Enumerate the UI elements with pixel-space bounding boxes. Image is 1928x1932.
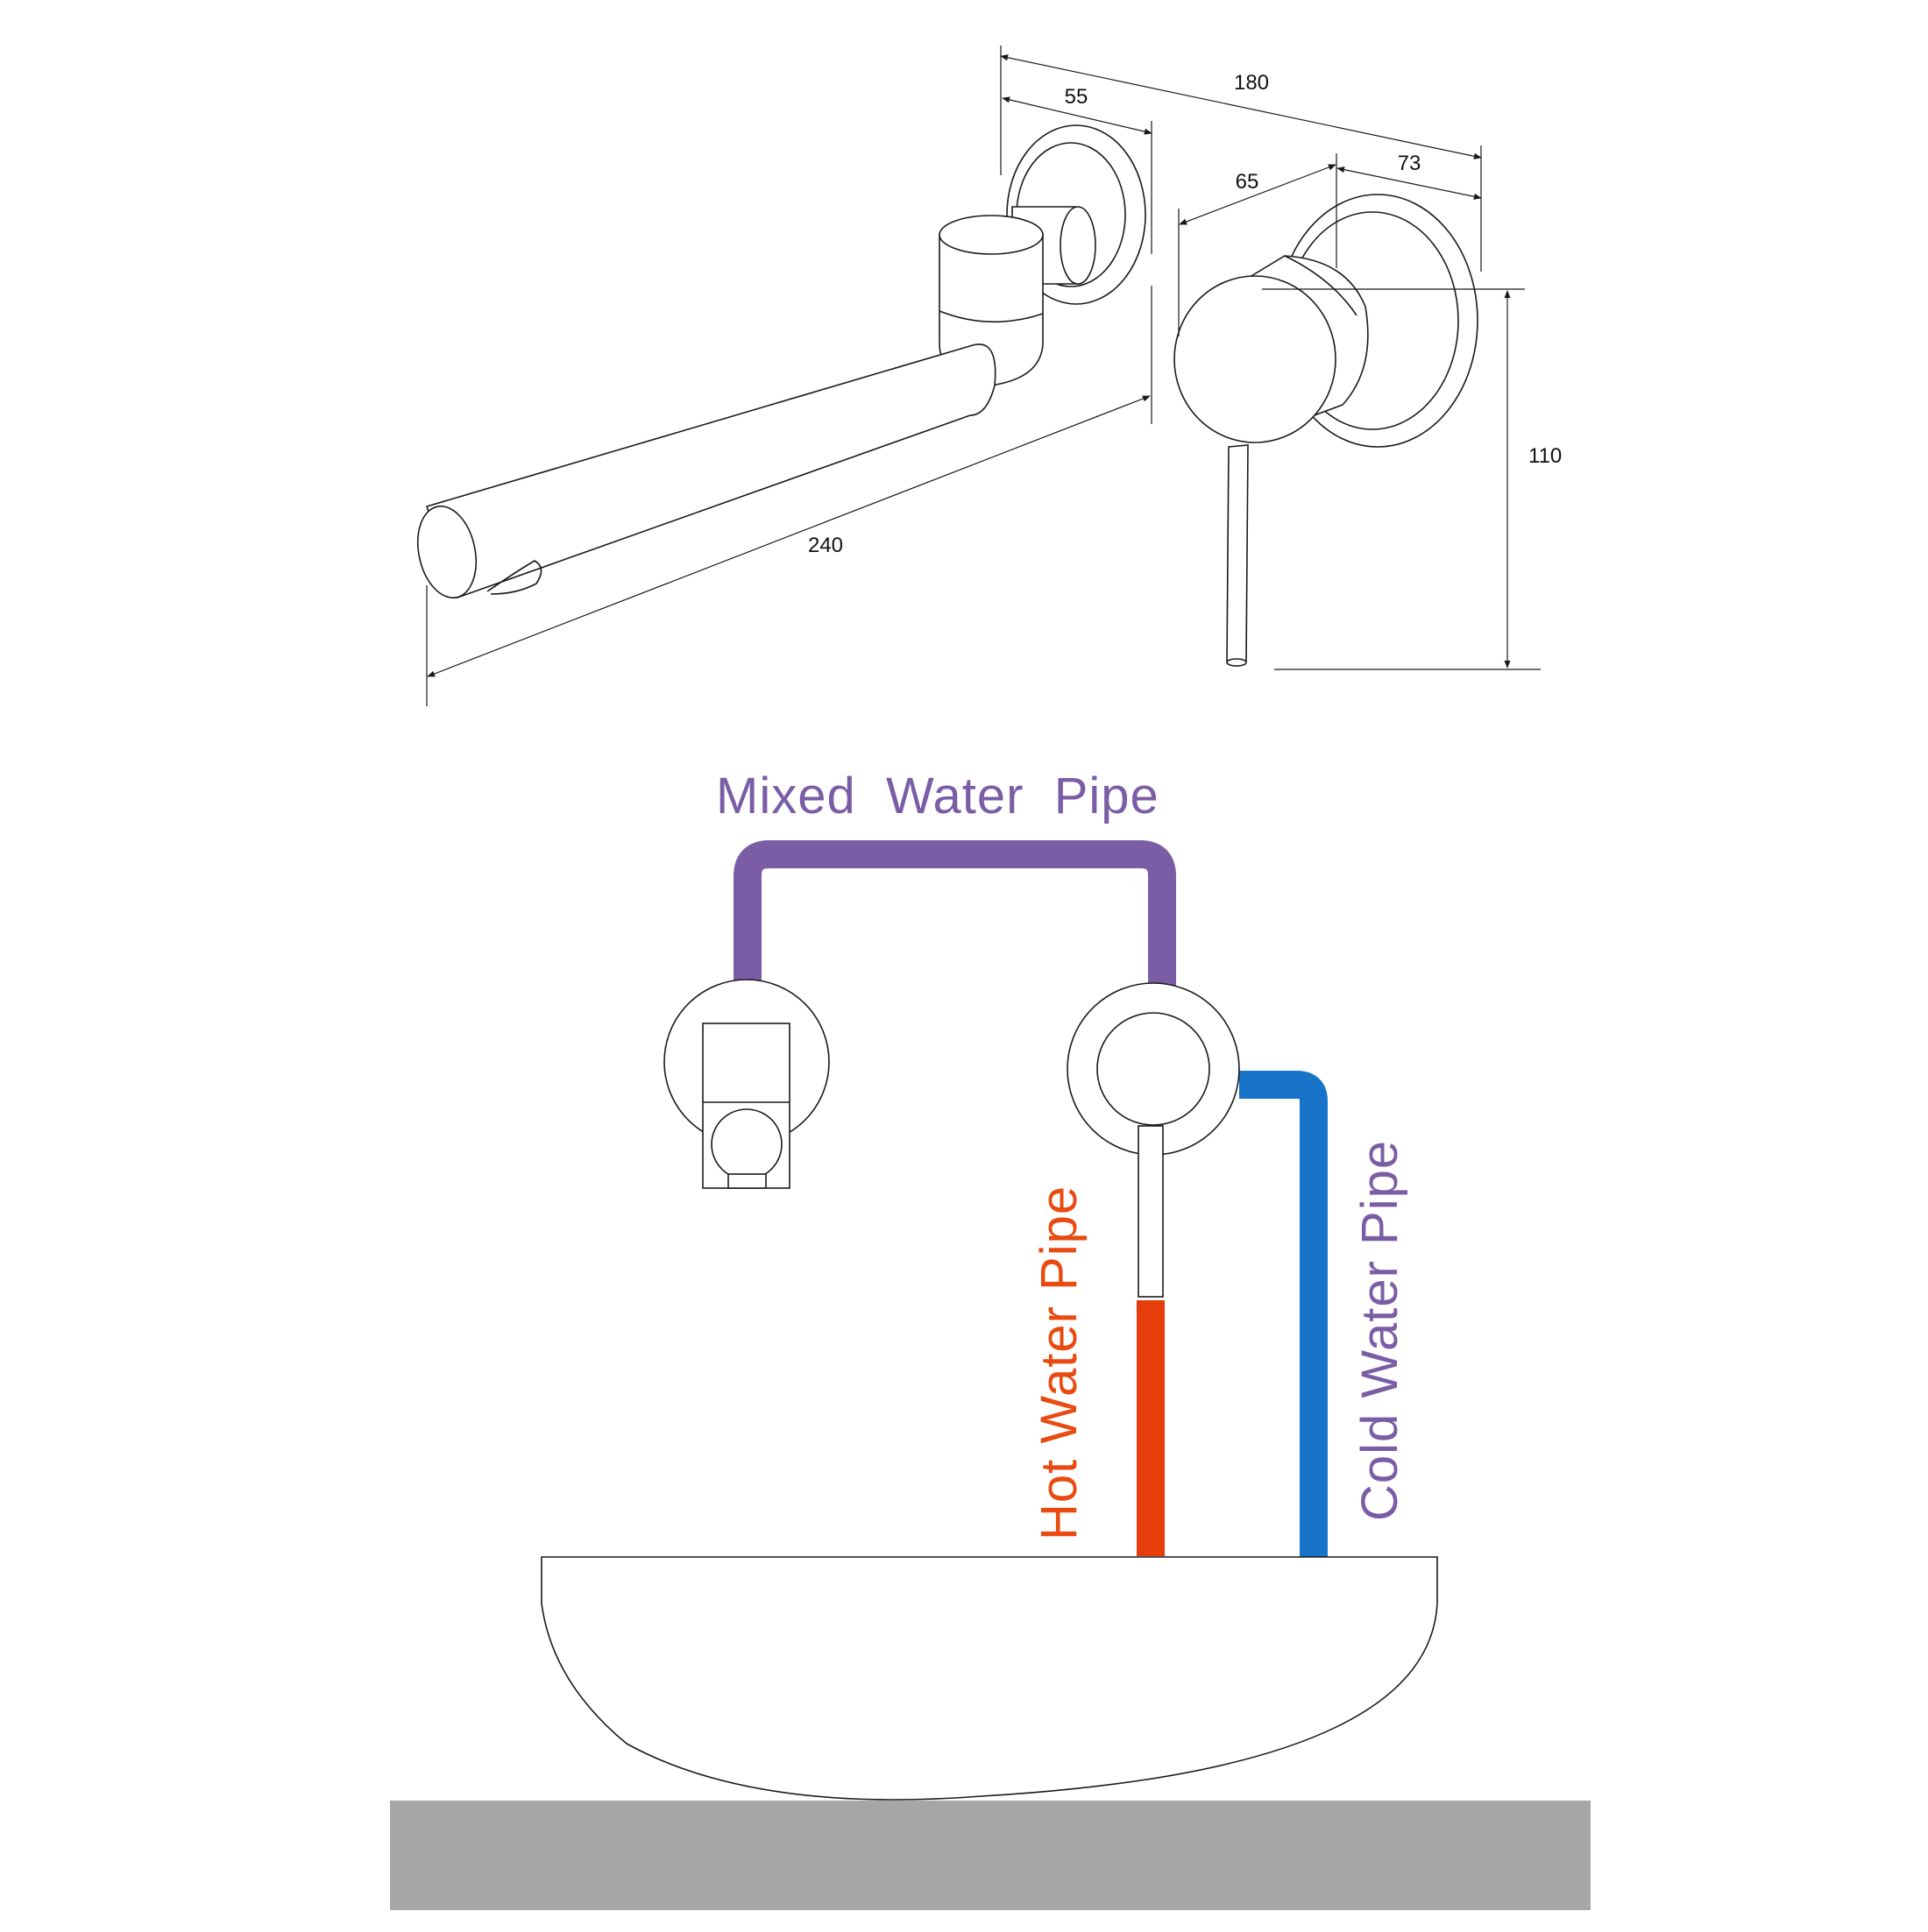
dimension-mixer-body: 65 — [1178, 153, 1337, 336]
dimension-spout-length: 240 — [426, 286, 1152, 706]
spout-front-view — [663, 979, 830, 1189]
installation-schematic: Mixed Water Pipe Hot Water Pipe Cold Wat… — [390, 768, 1591, 1910]
mixer-front-view — [1067, 982, 1240, 1298]
dimension-overall-width-label: 180 — [1234, 71, 1269, 95]
dimension-spout-escutcheon-label: 55 — [1065, 85, 1088, 109]
basin — [541, 1556, 1438, 1801]
dimension-mixer-escutcheon-label: 73 — [1398, 152, 1421, 175]
hot-water-pipe-label: Hot Water Pipe — [1031, 1185, 1088, 1540]
dimension-overall-width: 180 — [1000, 46, 1482, 272]
technical-drawing: 180 55 240 65 73 — [417, 46, 1562, 706]
dimension-mixer-height: 110 — [1274, 290, 1562, 670]
mixed-water-pipe — [734, 840, 1176, 990]
mixer-body — [1173, 255, 1525, 667]
countertop — [390, 1801, 1591, 1910]
dimension-spout-escutcheon: 55 — [1002, 85, 1152, 254]
cold-water-pipe-label: Cold Water Pipe — [1351, 1140, 1408, 1521]
hot-water-pipe — [1137, 1300, 1165, 1556]
spout — [417, 206, 1096, 599]
mixed-water-pipe-label: Mixed Water Pipe — [716, 768, 1159, 824]
dimension-mixer-height-label: 110 — [1528, 444, 1562, 468]
dimension-spout-length-label: 240 — [808, 534, 843, 557]
cold-water-pipe — [1239, 1071, 1328, 1557]
dimension-mixer-escutcheon: 73 — [1336, 152, 1482, 200]
dimension-mixer-body-label: 65 — [1236, 170, 1259, 194]
